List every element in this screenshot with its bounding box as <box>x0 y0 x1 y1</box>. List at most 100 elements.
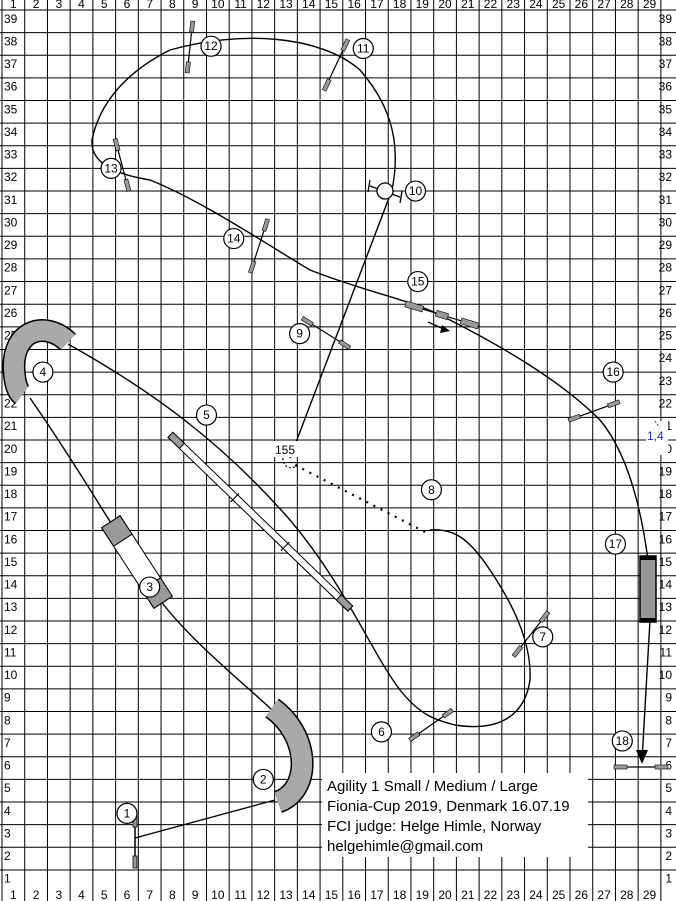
y-axis-label-left: 38 <box>4 34 18 48</box>
route-dotted-transition <box>294 464 426 533</box>
obstacle-number-12: 12 <box>200 35 222 57</box>
obstacle-number-2: 2 <box>252 768 274 791</box>
obstacle-3-aframe <box>100 515 174 609</box>
obstacle-13-jump <box>112 138 132 192</box>
info-judge: FCI judge: Helge Himle, Norway <box>327 818 542 835</box>
info-title: Agility 1 Small / Medium / Large <box>327 778 538 795</box>
y-axis-label-left: 18 <box>4 487 18 501</box>
y-axis-label-right: 10 <box>659 668 673 682</box>
obstacle-1-jump <box>132 814 138 869</box>
obstacle-number-text: 14 <box>227 232 241 246</box>
info-block: Agility 1 Small / Medium / Large Fionia-… <box>322 773 588 857</box>
obstacle-number-3: 3 <box>139 576 161 598</box>
x-axis-label: 25 <box>552 888 566 901</box>
x-axis-label: 5 <box>101 888 108 901</box>
x-axis-label: 6 <box>124 888 131 901</box>
route-segment-2-4 <box>29 397 273 711</box>
x-axis-label: 13 <box>279 0 293 11</box>
obstacle-number-text: 17 <box>609 537 623 551</box>
y-axis-label-right: 15 <box>659 555 673 569</box>
x-axis-label: 3 <box>55 0 62 11</box>
y-axis-label-left: 29 <box>4 238 18 252</box>
x-axis-label: 20 <box>438 888 452 901</box>
route-segment-17-18 <box>641 619 651 761</box>
course-path <box>29 37 651 839</box>
obstacle-number-4: 4 <box>32 361 54 383</box>
y-axis-label-right: 39 <box>659 12 673 26</box>
y-axis-label-right: 11 <box>660 645 673 659</box>
y-axis-label-left: 34 <box>4 125 18 139</box>
obstacle-number-text: 8 <box>428 483 435 497</box>
obstacle-9-jump <box>300 316 352 350</box>
obstacle-number-text: 1 <box>124 806 131 820</box>
obstacle-number-text: 5 <box>203 408 210 422</box>
finish-arrow-icon <box>636 750 648 764</box>
y-axis-label-left: 27 <box>4 283 18 297</box>
y-axis-label-right: 36 <box>659 80 673 94</box>
x-axis-label: 16 <box>347 0 361 11</box>
x-axis-label: 15 <box>325 888 339 901</box>
obstacle-number-text: 6 <box>378 725 385 739</box>
x-axis-label: 9 <box>192 0 199 11</box>
obstacle-14-jump <box>248 218 270 274</box>
direction-arrow-icon <box>427 321 450 333</box>
y-axis-label-right: 38 <box>659 34 673 48</box>
y-axis-label-left: 5 <box>4 781 11 795</box>
y-axis-label-right: 34 <box>659 125 673 139</box>
obstacle-number-5: 5 <box>195 404 218 426</box>
obstacle-number-text: 7 <box>539 630 546 644</box>
y-axis-label-right: 19 <box>659 464 673 478</box>
x-axis-label: 29 <box>643 0 657 11</box>
y-axis-label-left: 20 <box>4 442 18 456</box>
x-axis-label: 18 <box>393 0 407 11</box>
route-segment-10-17 <box>91 37 649 561</box>
x-axis-label: 10 <box>211 888 225 901</box>
y-axis-label-left: 4 <box>4 804 11 818</box>
y-axis-label-left: 2 <box>4 849 11 863</box>
x-axis-label: 8 <box>169 888 176 901</box>
x-axis-label: 2 <box>33 888 40 901</box>
x-axis-label: 5 <box>101 0 108 11</box>
side-note-text: 1,4 <box>647 429 664 443</box>
y-axis-label-right: 3 <box>665 826 672 840</box>
obstacle-number-17: 17 <box>604 533 627 555</box>
obstacle-number-text: 9 <box>296 327 303 341</box>
y-axis-label-left: 16 <box>4 532 18 546</box>
obstacle-number-text: 3 <box>146 580 153 594</box>
x-axis-label: 6 <box>124 0 131 11</box>
y-axis-label-left: 21 <box>4 419 18 433</box>
x-axis-label: 12 <box>257 0 271 11</box>
obstacle-number-text: 2 <box>260 772 267 786</box>
y-axis-label-left: 3 <box>4 826 11 840</box>
jumps-layer <box>112 20 669 770</box>
y-axis-label-left: 12 <box>4 623 18 637</box>
x-axis-label: 19 <box>416 888 430 901</box>
obstacle-number-13: 13 <box>100 157 122 180</box>
y-axis-label-left: 35 <box>4 102 18 116</box>
y-axis-label-left: 26 <box>4 306 18 320</box>
obstacle-number-text: 12 <box>204 39 218 53</box>
x-axis-label: 4 <box>78 888 85 901</box>
y-axis-label-right: 31 <box>659 193 673 207</box>
y-axis-label-right: 14 <box>659 578 673 592</box>
obstacle-number-11: 11 <box>352 37 374 60</box>
obstacle-number-text: 4 <box>40 365 47 379</box>
y-axis-label-left: 14 <box>4 578 18 592</box>
obstacle-number-16: 16 <box>602 361 624 383</box>
x-axis-label: 19 <box>416 0 430 11</box>
y-axis-label-left: 1 <box>4 872 11 886</box>
x-axis-label: 21 <box>461 888 475 901</box>
x-axis-label: 8 <box>169 0 176 11</box>
x-axis-label: 29 <box>643 888 657 901</box>
obstacle-5-dogwalk <box>167 431 354 612</box>
y-axis-label-left: 11 <box>4 645 17 659</box>
x-axis-label: 23 <box>507 0 521 11</box>
x-axis-label: 22 <box>484 0 498 11</box>
y-axis-label-right: 7 <box>665 736 672 750</box>
x-axis-label: 20 <box>438 0 452 11</box>
obstacle-number-7: 7 <box>532 626 554 648</box>
y-axis-label-left: 19 <box>4 464 18 478</box>
obstacle-2-tunnel-body <box>265 699 312 812</box>
